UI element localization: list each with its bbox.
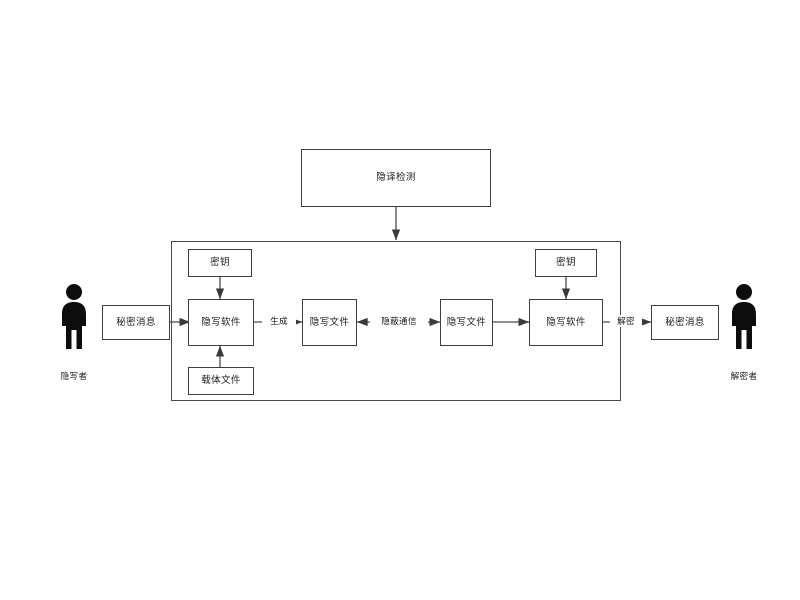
node-stego-software-left[interactable]: 隐写软件 — [188, 299, 254, 346]
edge-label-covert-communication: 隐蔽通信 — [370, 315, 428, 327]
node-key-right-label: 密钥 — [556, 257, 576, 269]
node-stego-file-1-label: 隐写文件 — [309, 316, 350, 328]
node-stego-software-right-label: 隐写软件 — [546, 316, 586, 328]
node-key-right[interactable]: 密钥 — [535, 249, 597, 277]
person-icon — [732, 284, 756, 349]
person-icon — [62, 284, 86, 349]
node-carrier-file[interactable]: 载体文件 — [188, 367, 254, 395]
node-stego-software-left-label: 隐写软件 — [201, 316, 241, 328]
node-secret-message-out[interactable]: 秘密消息 — [651, 305, 719, 340]
node-secret-message-out-label: 秘密消息 — [665, 316, 705, 328]
node-carrier-file-label: 载体文件 — [201, 375, 241, 387]
actor-steganographer-label: 隐写者 — [60, 372, 88, 382]
actor-decryptor[interactable] — [728, 283, 760, 351]
actor-decryptor-label: 解密者 — [730, 372, 758, 382]
node-secret-message-in-label: 秘密消息 — [116, 316, 156, 328]
edge-label-generate: 生成 — [262, 315, 296, 327]
node-key-left-label: 密钥 — [210, 257, 230, 269]
node-key-left[interactable]: 密钥 — [188, 249, 252, 277]
node-secret-message-in[interactable]: 秘密消息 — [102, 305, 170, 340]
actor-steganographer[interactable] — [58, 283, 90, 351]
node-stego-software-right[interactable]: 隐写软件 — [529, 299, 603, 346]
detection-box-label: 隐译检测 — [376, 172, 416, 184]
node-stego-file-2-label: 隐写文件 — [446, 316, 487, 328]
detection-box[interactable]: 隐译检测 — [301, 149, 491, 207]
edge-label-decrypt: 解密 — [610, 315, 642, 327]
node-stego-file-1[interactable]: 隐写文件 — [302, 299, 357, 346]
node-stego-file-2[interactable]: 隐写文件 — [440, 299, 493, 346]
